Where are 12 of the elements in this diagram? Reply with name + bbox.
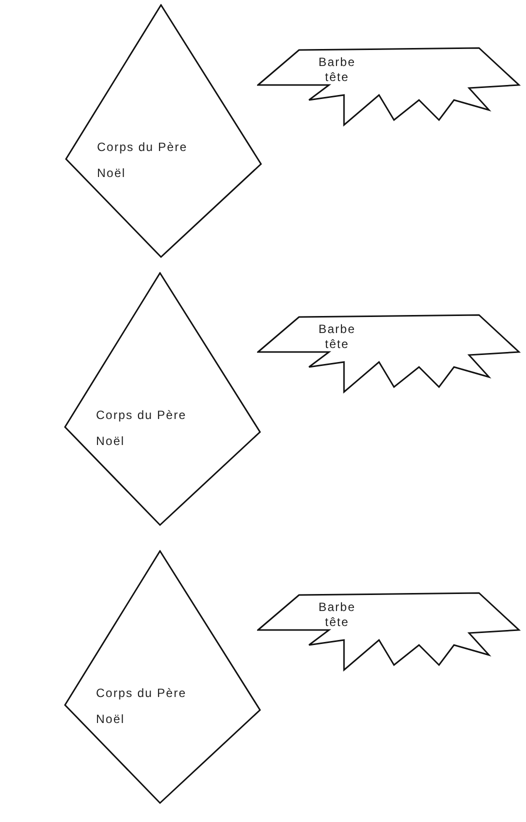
template-label: Corps du Père Noël: [96, 407, 188, 450]
template-label: Barbe tête: [317, 600, 357, 630]
template-label: Corps du Père Noël: [97, 139, 188, 182]
template-label: Corps du Père Noël: [96, 685, 188, 728]
beard-template: [257, 312, 521, 396]
beard-template: [257, 45, 521, 129]
template-label: Barbe tête: [317, 322, 357, 352]
kite-template: [65, 4, 263, 259]
kite-template: [64, 550, 262, 805]
kite-template: [64, 272, 262, 527]
template-label: Barbe tête: [317, 55, 357, 85]
beard-template: [257, 590, 521, 674]
